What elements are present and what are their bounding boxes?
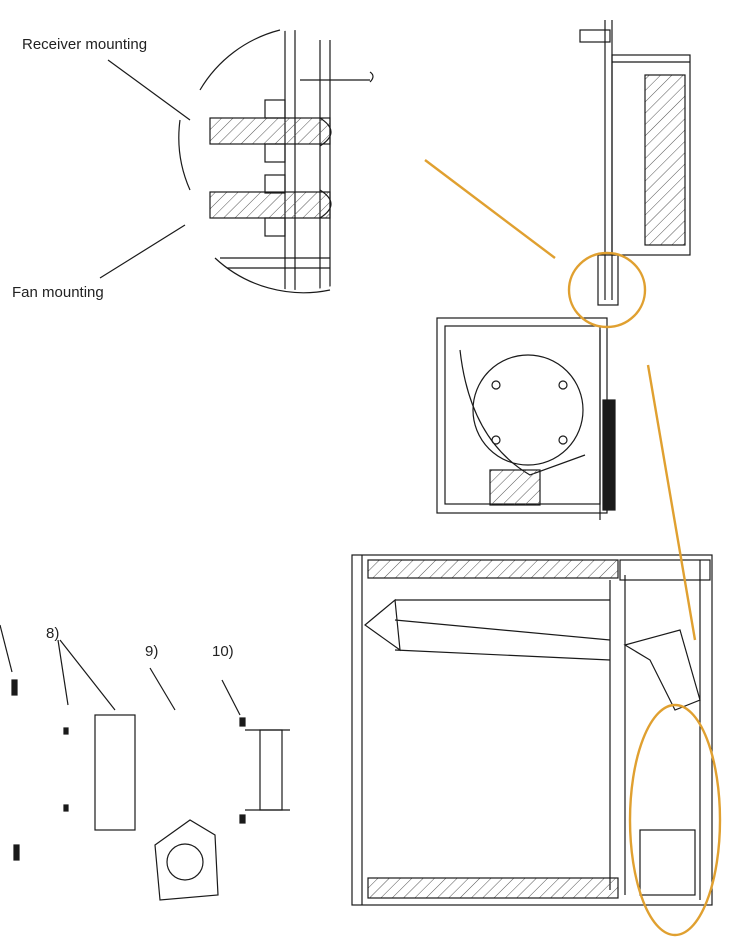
step-10-label: 10) [212,643,234,660]
fan-leader-line [99,224,186,279]
callouts [424,159,722,937]
receiver-leader-line [107,59,191,121]
zoom-arc-bottom [214,257,331,294]
zoom-arc-top [199,29,281,91]
step-9-label: 9) [145,643,159,660]
zoom-arc-left [178,119,191,191]
zoom-detail [209,30,374,290]
callout-line-top [424,159,556,259]
callout-circle-mounting [567,251,647,329]
fan-housing [436,317,616,520]
main-unit-section [351,554,713,906]
callout-line-right [646,364,697,641]
callout-ellipse-unit [628,703,722,937]
exploded-parts [0,624,290,901]
step-8-label: 8) [46,625,60,642]
receiver-mounting-label: Receiver mounting [22,36,148,53]
receiver-section [579,20,691,306]
fan-mounting-label: Fan mounting [12,284,104,301]
